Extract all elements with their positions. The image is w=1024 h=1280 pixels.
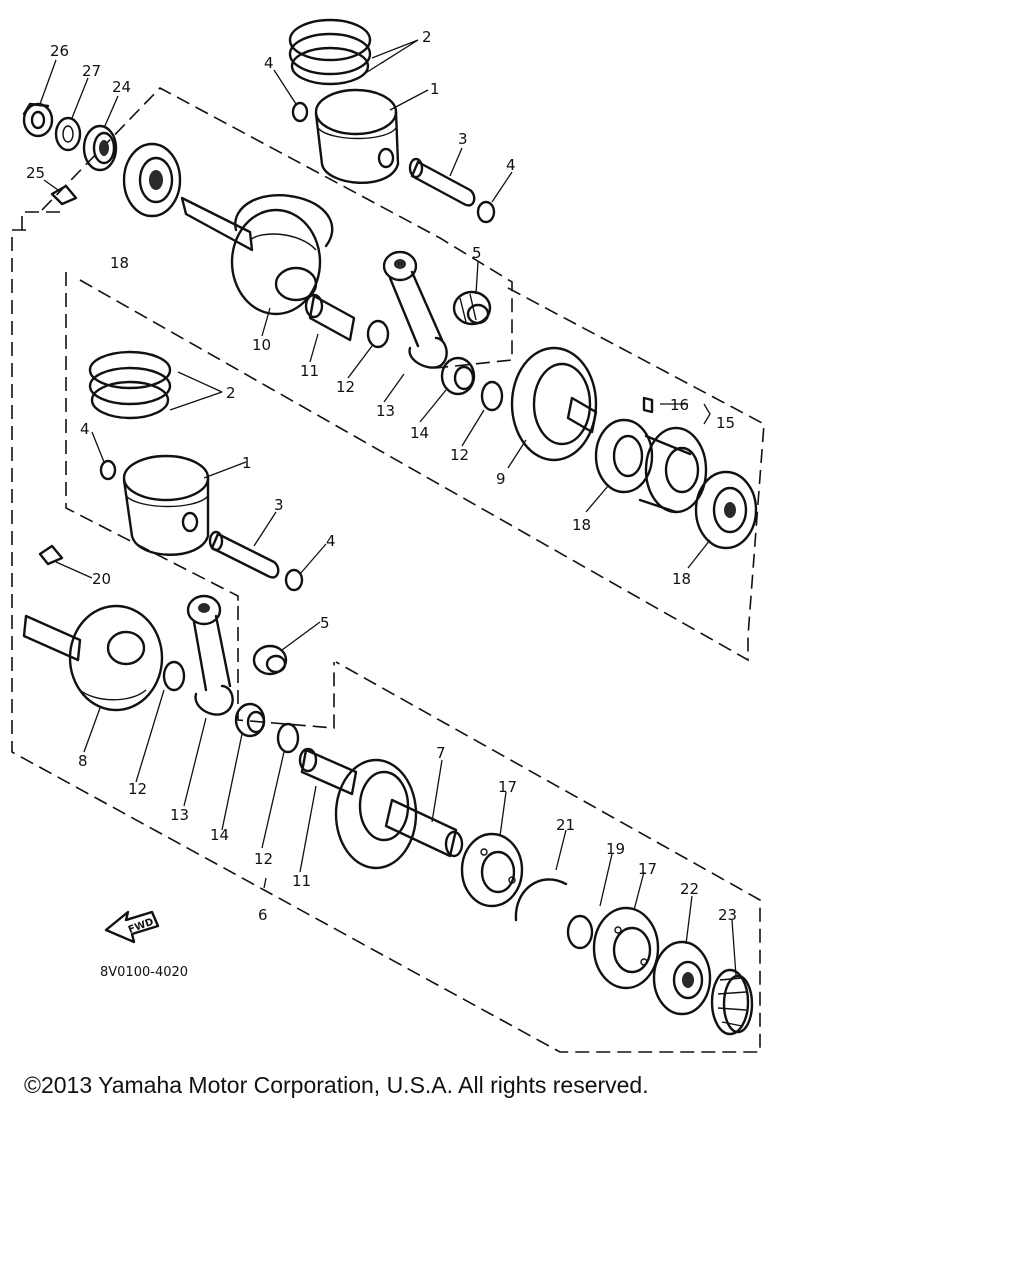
piston-pin-clip-4-a (291, 101, 309, 123)
callout-19: 19 (606, 840, 625, 858)
upper-crank-assembly-outline (41, 87, 513, 369)
crank-pin-11-top (304, 293, 356, 342)
callout-21: 21 (556, 816, 575, 834)
callout-4-b: 4 (506, 156, 516, 174)
center-crank-group-outline (65, 272, 239, 606)
oil-seal-24 (82, 124, 118, 172)
callout-7: 7 (436, 744, 446, 762)
crankshaft-piston-exploded-diagram: FWD 8V0100-4020 (11, 18, 765, 1053)
callout-18-top: 18 (110, 254, 129, 272)
callout-25: 25 (26, 164, 45, 182)
callout-labels: 26 27 24 25 18 2 4 1 3 4 5 10 11 12 13 1… (26, 28, 737, 924)
piston-pin-3-top (408, 157, 476, 207)
callout-13-bottom: 13 (170, 806, 189, 824)
thrust-washer-12-d (276, 722, 300, 754)
right-crank-7 (334, 758, 464, 870)
callout-5-bottom: 5 (320, 614, 330, 632)
center-crank-right-outline (79, 279, 765, 662)
callout-5-top: 5 (472, 244, 482, 262)
thrust-washer-12-a (366, 319, 390, 349)
bearing-17-b (592, 906, 660, 990)
crank-pin-11-bottom (298, 747, 358, 796)
copyright-notice: ©2013 Yamaha Motor Corporation, U.S.A. A… (24, 1072, 649, 1098)
gear-23 (710, 968, 754, 1036)
callout-2-top: 2 (422, 28, 432, 46)
callout-14-top: 14 (410, 424, 429, 442)
crank-half-10 (180, 193, 334, 316)
connecting-rod-13-top (382, 250, 448, 369)
piston-rings-2-bottom (88, 350, 172, 420)
piston-1-bottom (122, 454, 210, 556)
callout-26: 26 (50, 42, 69, 60)
callout-12-c: 12 (128, 780, 147, 798)
callout-10: 10 (252, 336, 271, 354)
thrust-washer-12-c (162, 660, 186, 692)
needle-bearing-14-top (440, 356, 476, 396)
callout-12-a: 12 (336, 378, 355, 396)
leader-lines (39, 39, 737, 977)
callout-27: 27 (82, 62, 101, 80)
woodruff-key-20 (38, 544, 64, 566)
needle-bearing-5-bottom (252, 644, 288, 676)
forward-direction-arrow: FWD (104, 910, 160, 944)
callout-3-top: 3 (458, 130, 468, 148)
dowel-pin-16 (642, 396, 654, 414)
callout-4-a: 4 (264, 54, 274, 72)
callout-4-d: 4 (326, 532, 336, 550)
callout-1-bottom: 1 (242, 454, 252, 472)
callout-23: 23 (718, 906, 737, 924)
callout-18-right: 18 (672, 570, 691, 588)
needle-bearing-5-top (452, 290, 492, 326)
bearing-housing-15 (638, 426, 708, 514)
lower-rod-group-outline (237, 606, 335, 729)
oil-seal-22 (652, 940, 712, 1016)
washer-27 (54, 116, 82, 152)
callout-17-b: 17 (638, 860, 657, 878)
piston-pin-clip-4-d (284, 568, 304, 592)
woodruff-key-25 (50, 184, 78, 206)
callout-15: 15 (716, 414, 735, 432)
bearing-17-a (460, 832, 524, 908)
callout-20: 20 (92, 570, 111, 588)
callout-16: 16 (670, 396, 689, 414)
callout-24: 24 (112, 78, 131, 96)
bearing-18-right (694, 470, 758, 550)
left-crank-group-outline (21, 211, 60, 230)
callout-12-b: 12 (450, 446, 469, 464)
piston-pin-3-bottom (208, 530, 280, 579)
callout-12-d: 12 (254, 850, 273, 868)
bearing-18-top (122, 142, 182, 218)
center-crank-9 (510, 346, 598, 462)
thrust-washer-12-b (480, 380, 504, 412)
left-crank-8 (22, 604, 164, 712)
piston-1-top (314, 88, 400, 184)
bearing-18-middle (594, 418, 654, 494)
callout-1-top: 1 (430, 80, 440, 98)
callout-11-top: 11 (300, 362, 319, 380)
piston-rings-2-top (288, 18, 372, 86)
circlip-21 (514, 878, 568, 922)
piston-pin-clip-4-c (99, 459, 117, 481)
callout-14-bottom: 14 (210, 826, 229, 844)
nut-26 (22, 102, 54, 138)
crankshaft-assembly-outline-6 (11, 229, 761, 1053)
callout-6: 6 (258, 906, 268, 924)
piston-pin-clip-4-b (476, 200, 496, 224)
drawing-code: 8V0100-4020 (100, 965, 188, 980)
callout-17-a: 17 (498, 778, 517, 796)
callout-2-bottom: 2 (226, 384, 236, 402)
needle-bearing-14-bottom (234, 702, 266, 738)
callout-13-top: 13 (376, 402, 395, 420)
callout-4-c: 4 (80, 420, 90, 438)
callout-11-bottom: 11 (292, 872, 311, 890)
callout-3-bottom: 3 (274, 496, 284, 514)
washer-19 (566, 914, 594, 950)
callout-8: 8 (78, 752, 88, 770)
callout-22: 22 (680, 880, 699, 898)
callout-9: 9 (496, 470, 506, 488)
callout-18-middle: 18 (572, 516, 591, 534)
connecting-rod-13-bottom (186, 594, 234, 716)
